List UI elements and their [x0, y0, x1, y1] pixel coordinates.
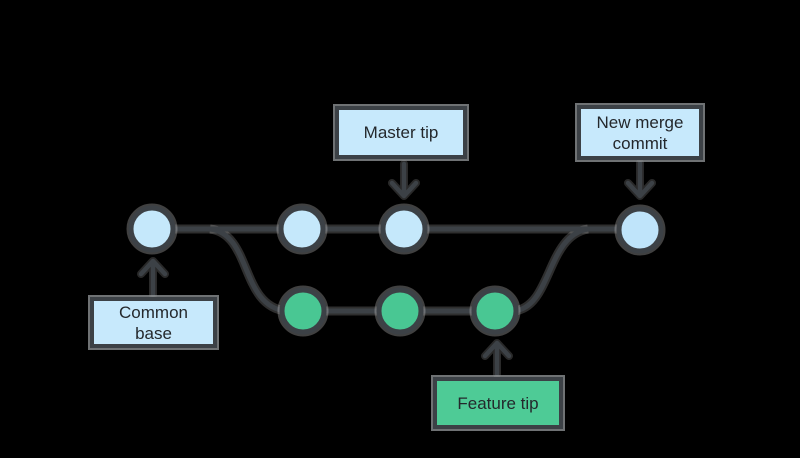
- label-master-tip: Master tip: [335, 106, 467, 159]
- commit-feature-tip-halo: [469, 285, 521, 337]
- commit-feature-tip: [471, 287, 519, 335]
- commit-feature-1-halo: [277, 285, 329, 337]
- common-base-up-arrow: [138, 258, 168, 298]
- commit-master-tip-halo: [378, 203, 430, 255]
- commit-feature-1: [279, 287, 327, 335]
- commit-master-2-halo: [276, 203, 328, 255]
- master-tip-down-arrow: [389, 161, 419, 199]
- commit-master-tip: [380, 205, 428, 253]
- label-new-merge-commit: New merge commit: [577, 105, 703, 160]
- commit-master-2: [278, 205, 326, 253]
- commit-feature-2-halo: [374, 285, 426, 337]
- commit-new-merge: [616, 206, 664, 254]
- feature-tip-up-arrow: [482, 340, 512, 377]
- commit-common-base: [128, 205, 176, 253]
- new-merge-down-arrow: [625, 160, 655, 199]
- label-feature-tip: Feature tip: [433, 377, 563, 429]
- label-common-base: Common base: [90, 297, 217, 348]
- commit-feature-2: [376, 287, 424, 335]
- commit-common-base-halo: [126, 203, 178, 255]
- commit-new-merge-halo: [614, 204, 666, 256]
